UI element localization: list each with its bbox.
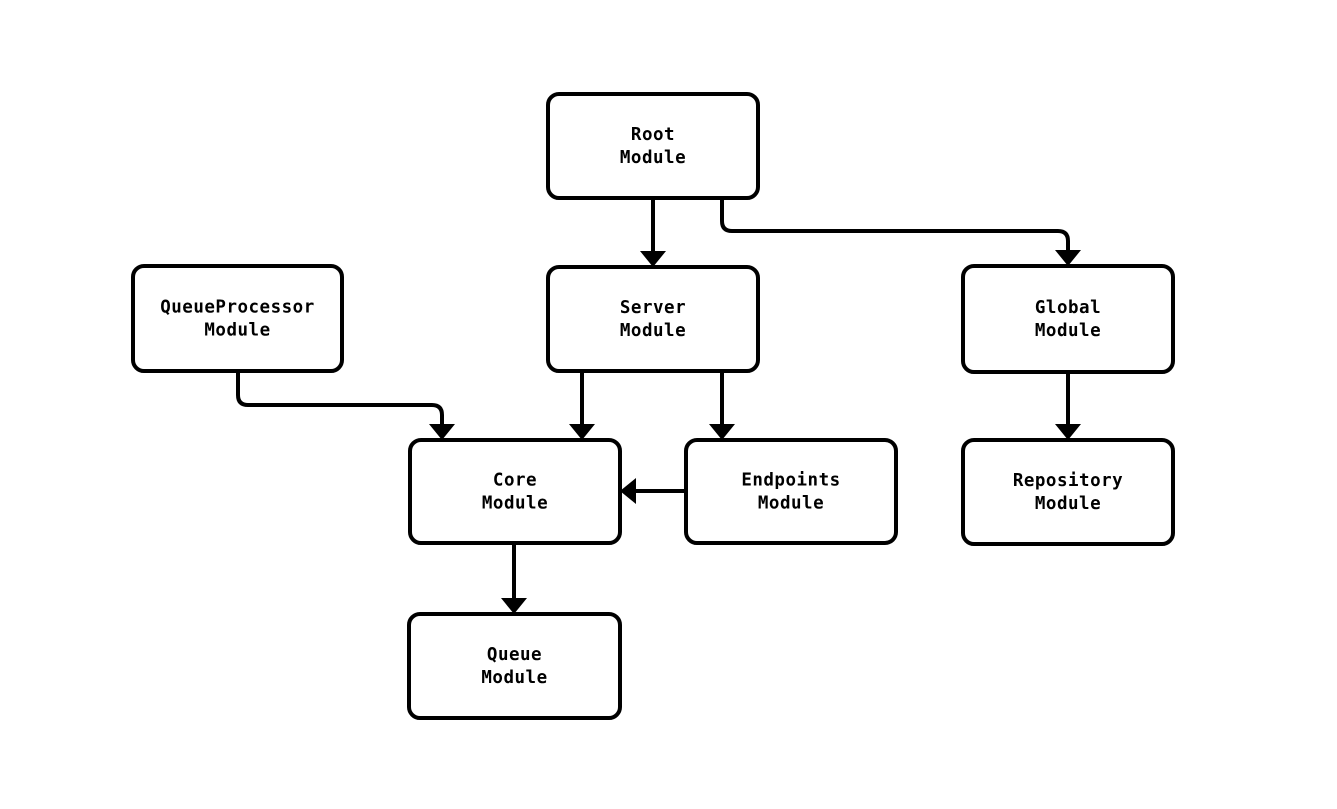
node-label-secondary-repository: Module [1035, 494, 1101, 514]
edge-root-to-global [720, 198, 1081, 266]
node-label-secondary-queue: Module [481, 668, 547, 688]
node-label-secondary-root: Module [620, 148, 686, 168]
node-box-global[interactable] [961, 264, 1175, 374]
edge-server-to-endpoints [709, 371, 735, 440]
arrowhead-icon [429, 424, 455, 440]
node-label-secondary-core: Module [482, 494, 548, 514]
node-label-primary-queueprocessor: QueueProcessor [160, 298, 315, 318]
node-layer: RootModuleQueueProcessorModuleServerModu… [131, 92, 1175, 720]
node-label-secondary-endpoints: Module [758, 494, 824, 514]
edge-queueprocessor-to-core [236, 371, 455, 440]
node-box-root[interactable] [546, 92, 760, 200]
arrowhead-icon [501, 598, 527, 614]
node-box-endpoints[interactable] [684, 438, 898, 545]
edge-root-to-server [640, 198, 666, 267]
node-label-secondary-queueprocessor: Module [204, 321, 270, 341]
edge-core-to-queue [501, 543, 527, 614]
node-label-primary-root: Root [631, 125, 675, 145]
arrowhead-icon [569, 424, 595, 440]
edge-layer [236, 198, 1081, 614]
node-label-secondary-server: Module [620, 321, 686, 341]
edge-endpoints-to-core [620, 478, 686, 504]
arrowhead-icon [1055, 424, 1081, 440]
edge-global-to-repository [1055, 372, 1081, 440]
node-box-queue[interactable] [407, 612, 622, 720]
node-label-primary-endpoints: Endpoints [741, 471, 840, 491]
arrowhead-icon [1055, 250, 1081, 266]
node-label-secondary-global: Module [1035, 321, 1101, 341]
arrowhead-icon [640, 251, 666, 267]
edge-server-to-core [569, 371, 595, 440]
edge-line [236, 371, 444, 426]
arrowhead-icon [620, 478, 636, 504]
node-label-primary-core: Core [493, 471, 537, 491]
node-box-server[interactable] [546, 265, 760, 373]
node-label-primary-server: Server [620, 298, 686, 318]
node-box-core[interactable] [408, 438, 622, 545]
node-label-primary-global: Global [1035, 298, 1101, 318]
node-label-primary-repository: Repository [1013, 471, 1123, 491]
node-box-queueprocessor[interactable] [131, 264, 344, 373]
edge-line [720, 198, 1070, 252]
arrowhead-icon [709, 424, 735, 440]
node-box-repository[interactable] [961, 438, 1175, 546]
node-label-primary-queue: Queue [487, 645, 542, 665]
